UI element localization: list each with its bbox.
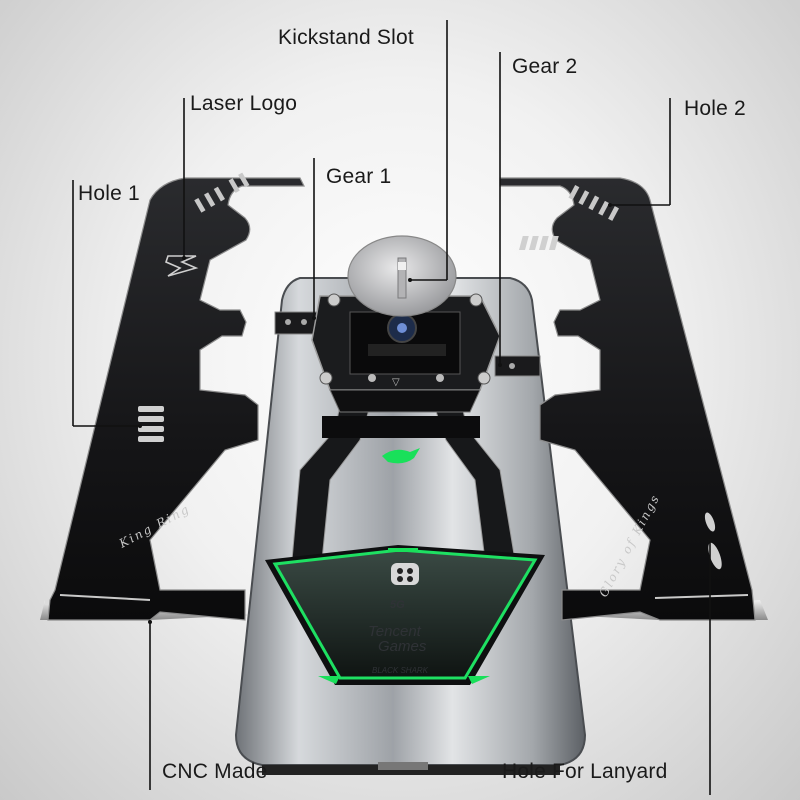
hole-2-slots [519,236,559,250]
callout-kickstand-slot: Kickstand Slot [278,26,414,49]
gear-bracket: ▽ [274,293,541,438]
kickstand-disc [347,235,457,317]
svg-text:▽: ▽ [392,377,400,388]
phone-port [378,762,428,770]
callout-hole-for-lanyard: Hole For Lanyard [502,760,668,783]
callout-hole-1: Hole 1 [78,182,140,205]
callout-laser-logo: Laser Logo [190,92,298,115]
lanyard-holes [704,512,722,570]
camera-triangle: 5G Tencent Games BLACK SHARK [265,545,545,685]
callout-gear-2: Gear 2 [512,55,578,78]
callout-gear-1: Gear 1 [326,165,392,188]
model-name: BLACK SHARK [372,666,429,675]
callout-cnc-made: CNC Made [162,760,268,783]
hole-1-slots [138,406,164,442]
callout-lines [72,20,711,795]
camera-lens-icon [391,563,419,585]
network-badge: 5G [390,599,405,611]
green-led [388,548,418,552]
callout-hole-2: Hole 2 [684,97,746,120]
shark-logo-icon [382,448,420,464]
brand-tencent: Tencent [368,623,422,640]
laser-logo-mark [165,255,199,277]
brand-games: Games [378,638,427,655]
